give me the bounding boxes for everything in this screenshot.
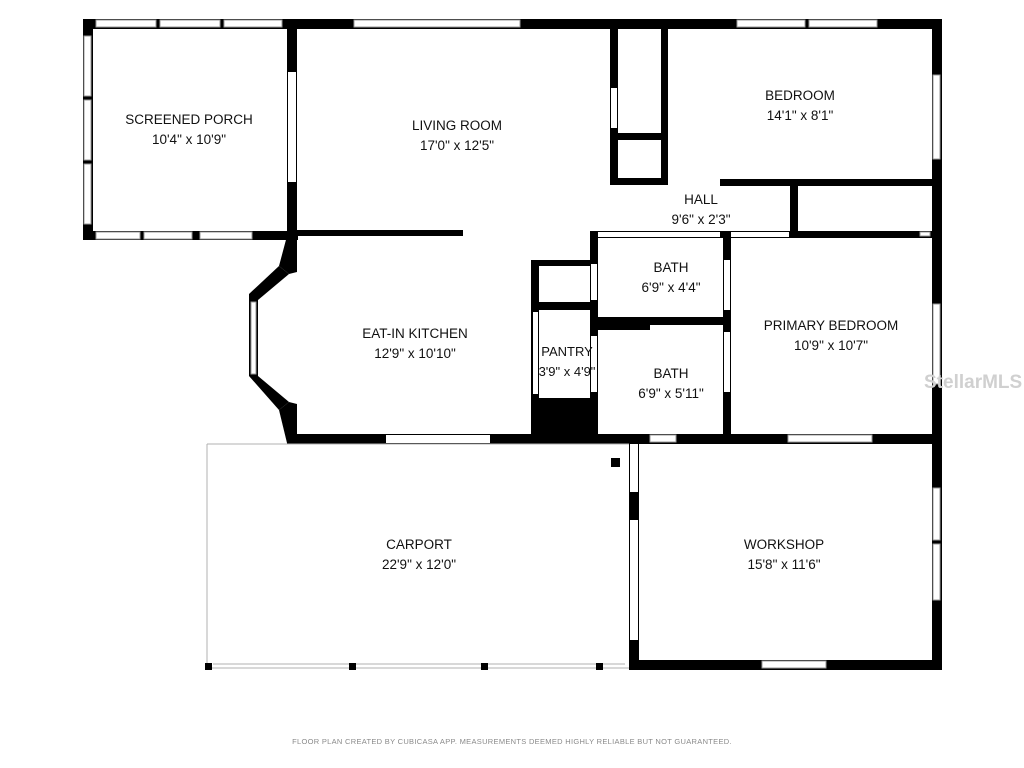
room-eat-in-kitchen: EAT-IN KITCHEN 12'9" x 10'10" <box>335 324 495 364</box>
room-size: 9'6" x 2'3" <box>671 212 731 227</box>
room-name: BEDROOM <box>765 88 835 103</box>
room-size: 3'9" x 4'9" <box>538 364 596 379</box>
room-pantry: PANTRY 3'9" x 4'9" <box>526 342 608 382</box>
room-carport: CARPORT 22'9" x 12'0" <box>339 535 499 575</box>
carport-outline <box>205 443 629 670</box>
room-living-room: LIVING ROOM 17'0" x 12'5" <box>377 116 537 156</box>
room-size: 12'9" x 10'10" <box>374 346 456 361</box>
room-size: 14'1" x 8'1" <box>766 108 834 123</box>
room-name: PANTRY <box>541 344 593 359</box>
room-bath-2: BATH 6'9" x 5'11" <box>611 364 731 404</box>
room-primary-bedroom: PRIMARY BEDROOM 10'9" x 10'7" <box>746 316 916 356</box>
room-size: 22'9" x 12'0" <box>381 557 457 572</box>
room-size: 10'9" x 10'7" <box>793 338 869 353</box>
room-name: EAT-IN KITCHEN <box>362 326 468 341</box>
room-hall: HALL 9'6" x 2'3" <box>641 190 761 230</box>
room-size: 6'9" x 5'11" <box>638 386 704 401</box>
room-name: BATH <box>653 366 689 381</box>
room-bedroom: BEDROOM 14'1" x 8'1" <box>720 86 880 126</box>
footer-disclaimer: FLOOR PLAN CREATED BY CUBICASA APP. MEAS… <box>292 737 732 746</box>
room-name: PRIMARY BEDROOM <box>763 318 899 333</box>
room-size: 10'4" x 10'9" <box>151 132 227 147</box>
windows <box>83 19 941 669</box>
room-size: 17'0" x 12'5" <box>419 138 495 153</box>
room-size: 15'8" x 11'6" <box>747 557 821 572</box>
room-screened-porch: SCREENED PORCH 10'4" x 10'9" <box>108 110 270 150</box>
room-bath-1: BATH 6'9" x 4'4" <box>611 258 731 298</box>
room-name: BATH <box>653 260 689 275</box>
room-size: 6'9" x 4'4" <box>641 280 701 295</box>
watermark: StellarMLS <box>924 372 1023 393</box>
room-name: LIVING ROOM <box>411 118 502 133</box>
room-name: SCREENED PORCH <box>125 112 253 127</box>
room-name: HALL <box>684 192 718 207</box>
room-name: CARPORT <box>386 537 452 552</box>
room-name: WORKSHOP <box>743 537 825 552</box>
doorways <box>288 72 789 640</box>
room-workshop: WORKSHOP 15'8" x 11'6" <box>704 535 864 575</box>
